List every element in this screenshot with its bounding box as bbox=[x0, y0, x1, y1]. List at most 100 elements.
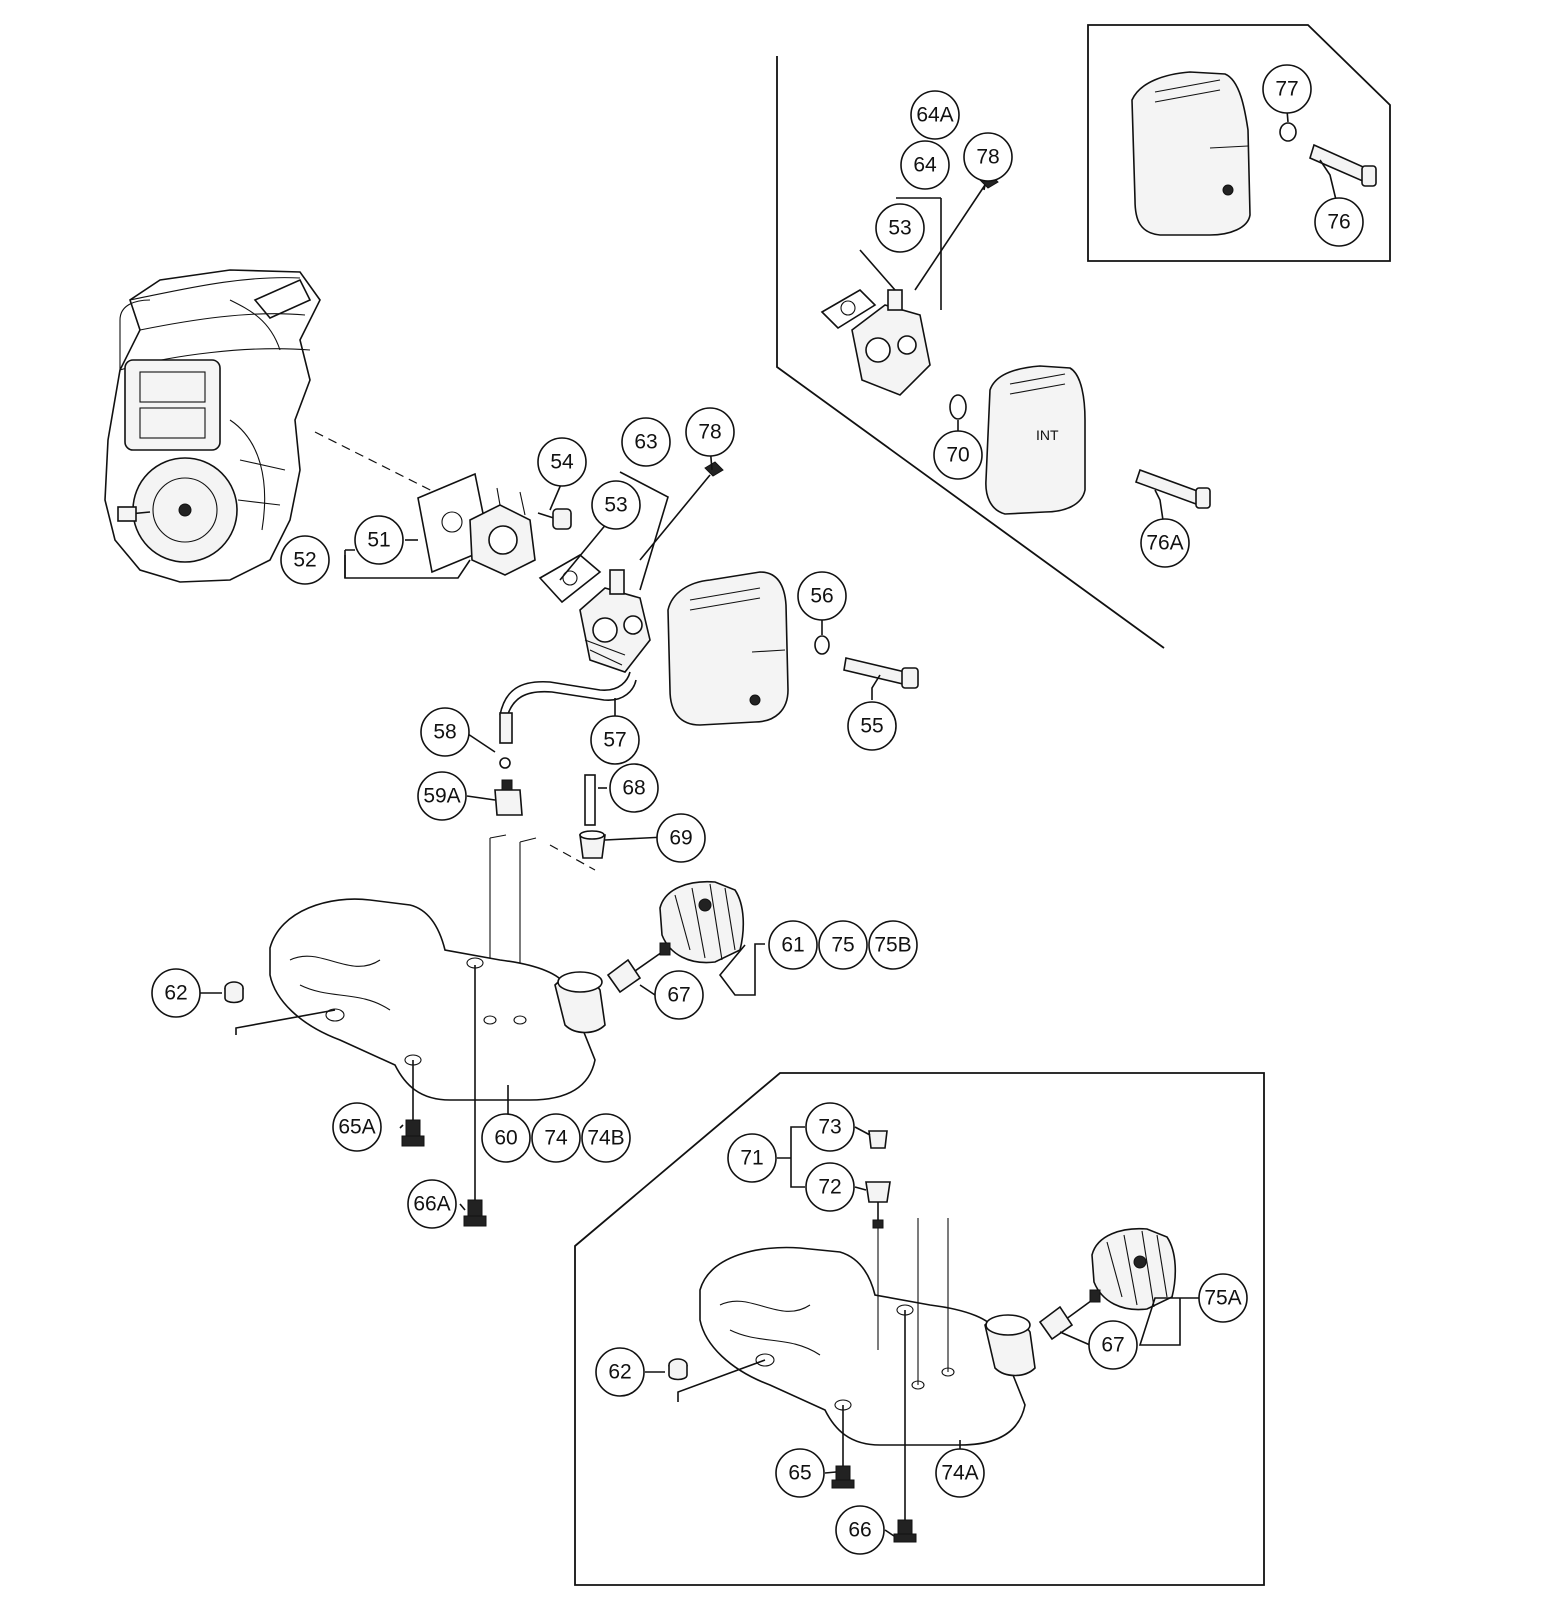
svg-text:72: 72 bbox=[818, 1176, 841, 1199]
svg-text:70: 70 bbox=[946, 444, 969, 467]
washer-77-part bbox=[1279, 122, 1297, 142]
svg-text:68: 68 bbox=[622, 777, 645, 800]
callout-60: 60 bbox=[481, 1113, 531, 1163]
bolt-76A-part bbox=[1134, 468, 1211, 509]
inset-cover-part bbox=[1131, 71, 1251, 236]
callout-70: 70 bbox=[933, 430, 983, 480]
callout-75: 75 bbox=[818, 920, 868, 970]
svg-text:71: 71 bbox=[740, 1147, 763, 1170]
callout-62-inset: 62 bbox=[595, 1347, 645, 1397]
callout-55: 55 bbox=[847, 701, 897, 751]
svg-text:63: 63 bbox=[634, 431, 657, 454]
svg-text:52: 52 bbox=[293, 549, 316, 572]
callout-64: 64 bbox=[900, 140, 950, 190]
callout-75B: 75B bbox=[868, 920, 918, 970]
svg-text:59A: 59A bbox=[423, 785, 460, 808]
svg-text:65A: 65A bbox=[338, 1116, 375, 1139]
callout-52: 52 bbox=[280, 535, 330, 585]
svg-text:54: 54 bbox=[550, 451, 574, 474]
bolt-66A-part bbox=[463, 965, 487, 1227]
svg-text:74A: 74A bbox=[941, 1462, 978, 1485]
grommet-69-part bbox=[579, 830, 606, 859]
callout-53: 53 bbox=[591, 480, 641, 530]
callout-56: 56 bbox=[797, 571, 847, 621]
svg-text:76: 76 bbox=[1327, 211, 1350, 234]
insulator-part bbox=[469, 487, 536, 576]
callout-64A: 64A bbox=[910, 90, 960, 140]
inset-grommet-72-73-part bbox=[865, 1130, 891, 1229]
svg-text:77: 77 bbox=[1275, 78, 1298, 101]
inset-bolt-65-part bbox=[831, 1405, 855, 1489]
cover-mark-text: INT bbox=[1036, 427, 1059, 443]
svg-text:55: 55 bbox=[860, 715, 883, 738]
leader-lines bbox=[200, 109, 1338, 1537]
inset-air-cleaner-case-part bbox=[699, 1246, 1036, 1446]
grommet-59A-part bbox=[494, 779, 523, 816]
svg-text:74: 74 bbox=[544, 1127, 568, 1150]
callout-53-inset: 53 bbox=[875, 203, 925, 253]
air-cleaner-cover-part bbox=[667, 571, 789, 726]
inset-filter-element-part bbox=[1091, 1227, 1177, 1311]
callout-66: 66 bbox=[835, 1505, 885, 1555]
callout-74B: 74B bbox=[581, 1113, 631, 1163]
svg-text:61: 61 bbox=[781, 934, 804, 957]
callout-67-inset: 67 bbox=[1088, 1320, 1138, 1370]
callout-74: 74 bbox=[531, 1113, 581, 1163]
svg-text:64: 64 bbox=[913, 154, 937, 177]
callout-78-inset: 78 bbox=[963, 132, 1013, 182]
svg-text:66A: 66A bbox=[413, 1193, 450, 1216]
callout-58: 58 bbox=[420, 707, 470, 757]
svg-text:73: 73 bbox=[818, 1116, 841, 1139]
svg-text:66: 66 bbox=[848, 1519, 871, 1542]
svg-text:65: 65 bbox=[788, 1462, 811, 1485]
svg-text:56: 56 bbox=[810, 585, 833, 608]
spring-67-part bbox=[606, 942, 671, 994]
svg-text:69: 69 bbox=[669, 827, 692, 850]
callout-69: 69 bbox=[656, 813, 706, 863]
svg-text:51: 51 bbox=[367, 529, 390, 552]
svg-text:75B: 75B bbox=[874, 934, 911, 957]
callout-63: 63 bbox=[621, 417, 671, 467]
callout-61: 61 bbox=[768, 920, 818, 970]
bolt-55-part bbox=[843, 657, 919, 689]
air-filter-element-part bbox=[659, 880, 745, 964]
svg-text:64A: 64A bbox=[916, 104, 953, 127]
inset-frame-carburetor-alt bbox=[776, 56, 1165, 649]
svg-text:62: 62 bbox=[164, 982, 187, 1005]
inset-carburetor-part bbox=[851, 173, 999, 396]
fuel-pipe-part bbox=[499, 671, 637, 721]
carburetor-gasket-part bbox=[538, 554, 602, 604]
inset-cover-76A-part: INT bbox=[985, 365, 1086, 515]
bolt-76-part bbox=[1309, 143, 1377, 187]
washer-56-part bbox=[814, 635, 830, 655]
callout-62: 62 bbox=[151, 968, 201, 1018]
svg-text:74B: 74B bbox=[587, 1127, 624, 1150]
inset-frame-cover-detail bbox=[1087, 24, 1391, 262]
engine-illustration bbox=[104, 269, 321, 583]
pipe-68-part bbox=[584, 774, 596, 826]
svg-text:67: 67 bbox=[1101, 1334, 1124, 1357]
callout-66A: 66A bbox=[407, 1179, 457, 1229]
callout-71: 71 bbox=[727, 1133, 777, 1183]
callout-74A: 74A bbox=[935, 1448, 985, 1498]
carburetor-part bbox=[579, 461, 724, 673]
callout-68: 68 bbox=[609, 763, 659, 813]
inset-frame-air-cleaner-alt bbox=[574, 1072, 1265, 1586]
callout-73: 73 bbox=[805, 1102, 855, 1152]
svg-text:62: 62 bbox=[608, 1361, 631, 1384]
callout-65: 65 bbox=[775, 1448, 825, 1498]
callout-72: 72 bbox=[805, 1162, 855, 1212]
pipe-joint-part bbox=[499, 712, 513, 744]
svg-text:58: 58 bbox=[433, 721, 456, 744]
clip-58-part bbox=[499, 757, 511, 769]
callout-67: 67 bbox=[654, 970, 704, 1020]
svg-text:76A: 76A bbox=[1146, 532, 1183, 555]
air-cleaner-case-part bbox=[269, 898, 606, 1101]
callout-59A: 59A bbox=[417, 771, 467, 821]
svg-text:78: 78 bbox=[698, 421, 721, 444]
callout-77: 77 bbox=[1262, 64, 1312, 114]
callout-51: 51 bbox=[354, 515, 404, 565]
o-ring-70-part bbox=[949, 394, 967, 420]
svg-text:75A: 75A bbox=[1204, 1287, 1241, 1310]
